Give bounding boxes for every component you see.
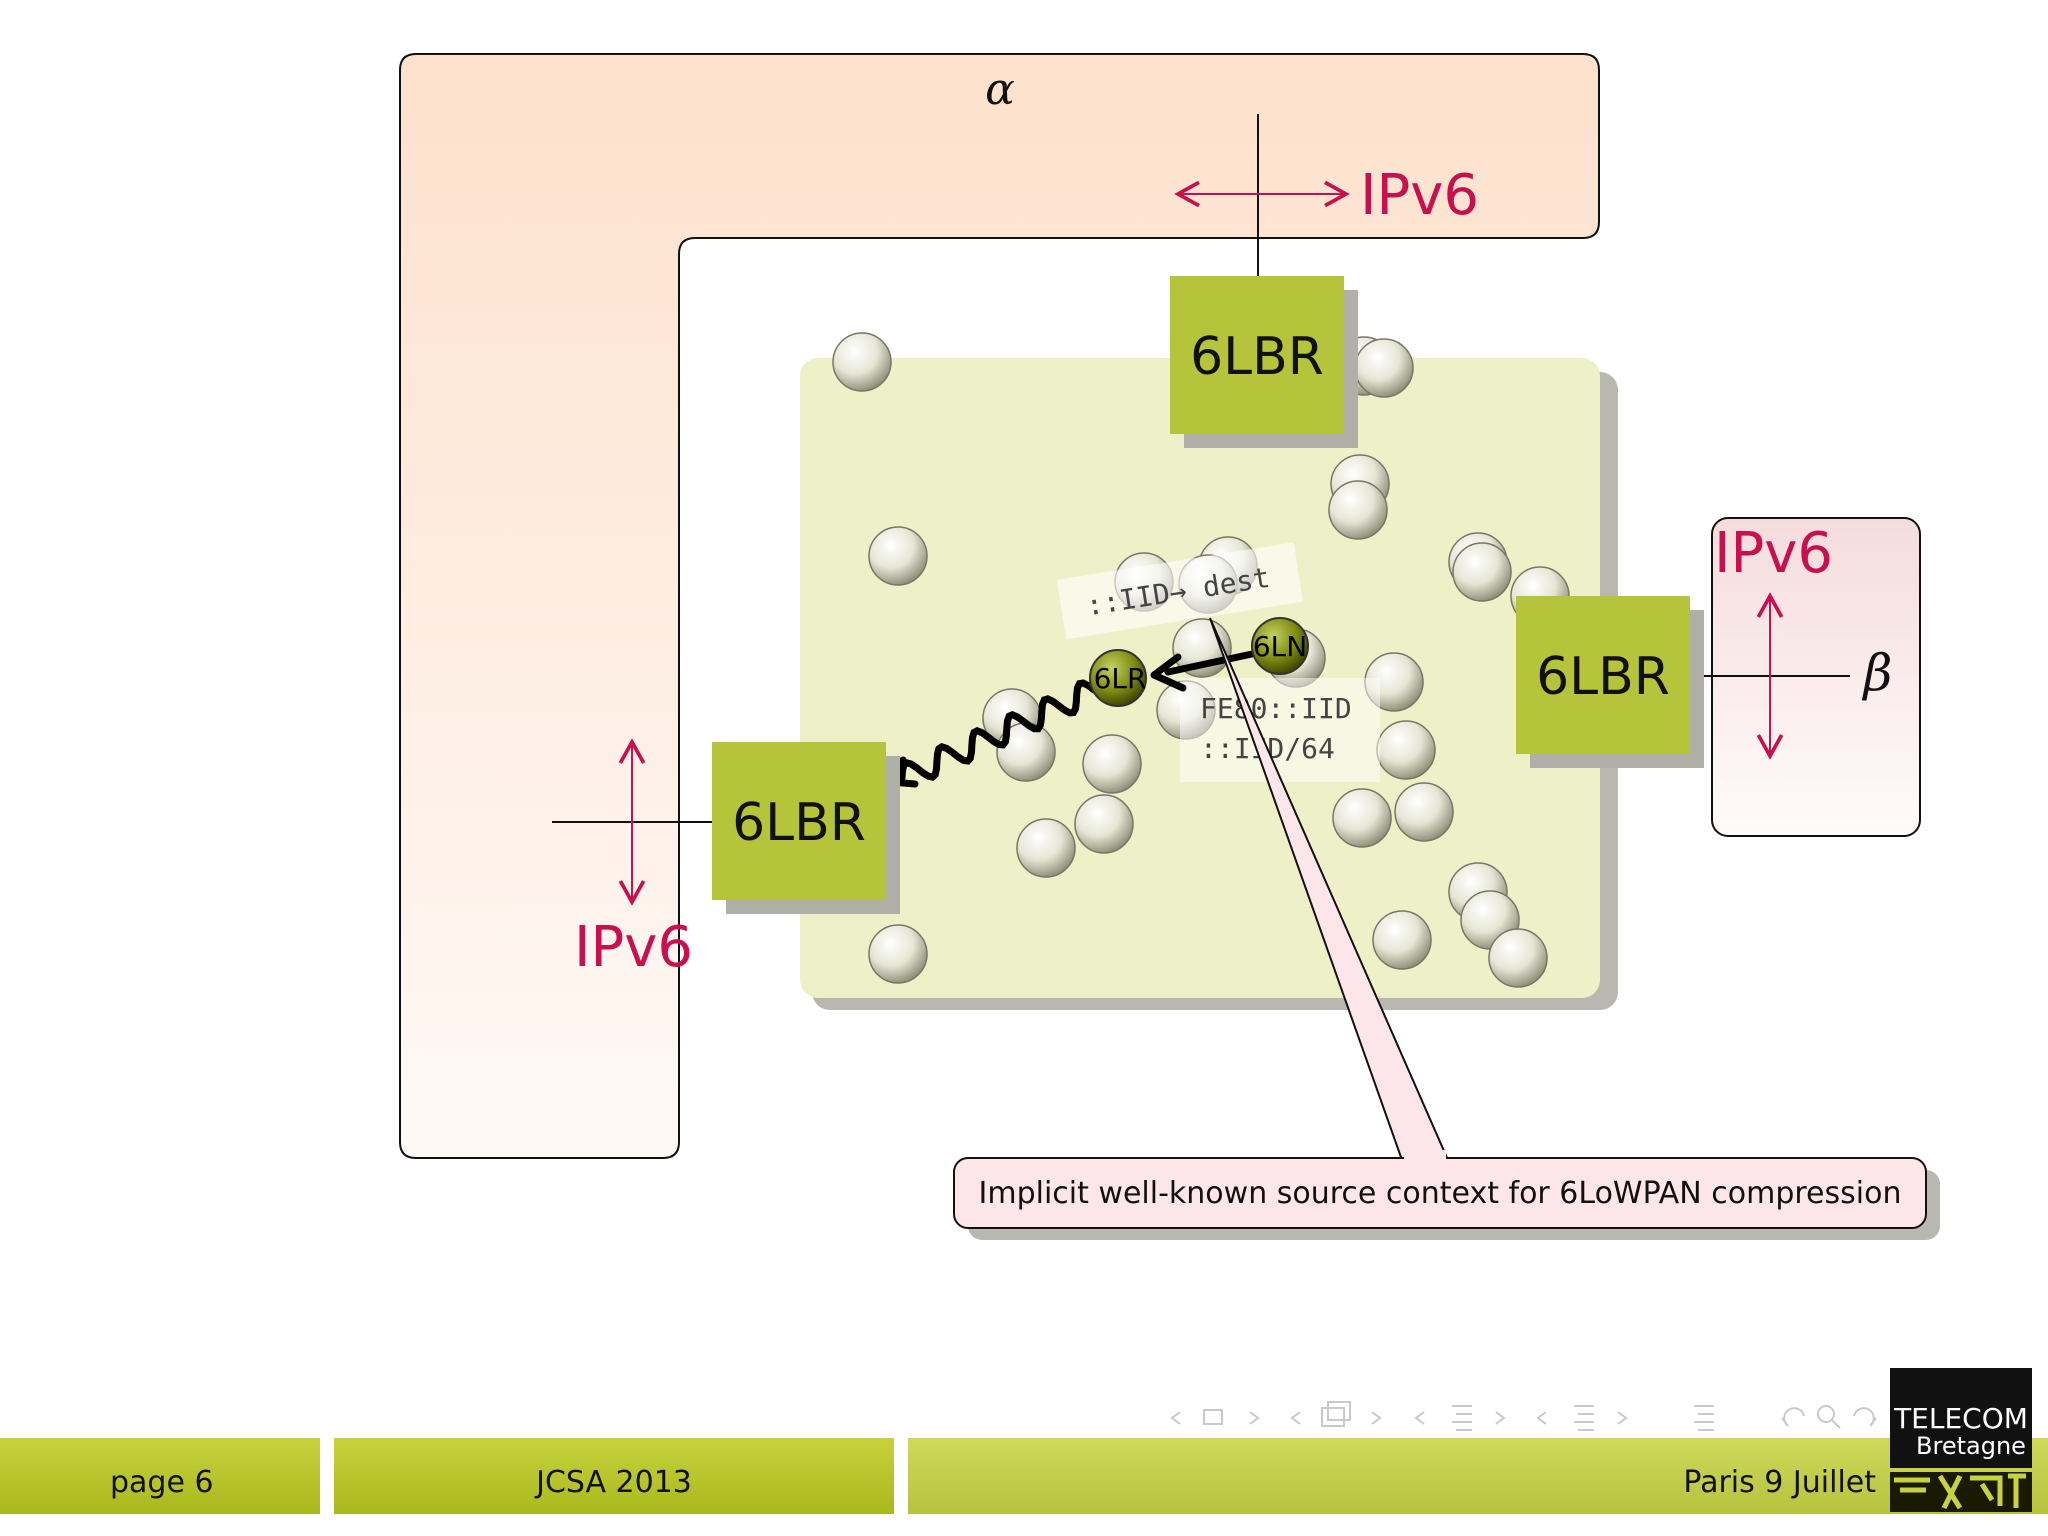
nav-forward-icon[interactable] [1853, 1407, 1877, 1427]
left-interface: IPv6 [552, 738, 714, 980]
footer-left-band [0, 1438, 320, 1514]
nav-next-slide-icon[interactable] [1249, 1411, 1260, 1425]
node-6ln [1251, 617, 1309, 675]
callout: Implicit well-known source context for 6… [953, 617, 1940, 1240]
footer-event: JCSA 2013 [534, 1465, 692, 1500]
nav-prev-section-icon[interactable] [1290, 1411, 1301, 1425]
radio-link [898, 679, 1098, 782]
sensor-node [1082, 734, 1142, 794]
nav-subsection-icon[interactable] [1452, 1405, 1472, 1431]
alpha-label: α [985, 64, 1015, 115]
footer-middle-band [334, 1438, 894, 1514]
top-interface: IPv6 [1174, 114, 1479, 276]
router-left: 6LBR [712, 742, 900, 914]
nav-next-subsection-icon[interactable] [1495, 1411, 1506, 1425]
ipv6-label-right: IPv6 [1714, 521, 1833, 586]
nav-back-icon[interactable] [1781, 1407, 1805, 1427]
right-interface: IPv6 [1690, 521, 1850, 760]
footer-right-band [908, 1438, 2048, 1514]
ipv6-label-top: IPv6 [1360, 163, 1479, 228]
nav-prev-subsection-icon[interactable] [1414, 1411, 1425, 1425]
sensor-node [1332, 788, 1392, 848]
sensor-node [1016, 818, 1076, 878]
sensor-node [832, 332, 892, 392]
router-right-label: 6LBR [1536, 647, 1670, 707]
address-box: FE80::IID ::IID/64 [1180, 678, 1380, 782]
sensor-node [1372, 910, 1432, 970]
sensor-node [1376, 720, 1436, 780]
sensor-node [1074, 794, 1134, 854]
nav-search-icon[interactable] [1817, 1405, 1835, 1423]
ipv6-label-left: IPv6 [574, 915, 693, 980]
nav-outline-icon[interactable] [1694, 1405, 1714, 1431]
router-left-label: 6LBR [732, 793, 866, 853]
ln-to-lr-link [1164, 650, 1256, 676]
nav-frame-icon[interactable] [1203, 1409, 1223, 1425]
ln-to-lr-arrowhead [1150, 653, 1187, 692]
sensor-node [1488, 928, 1548, 988]
sensor-node [1354, 338, 1414, 398]
nav-next-part-icon[interactable] [1617, 1411, 1628, 1425]
nav-next-section-icon[interactable] [1371, 1411, 1382, 1425]
logo-line1: TELECOM [1893, 1402, 2028, 1435]
nav-part-icon[interactable] [1574, 1405, 1594, 1431]
router-top-label: 6LBR [1190, 327, 1324, 387]
callout-text: Implicit well-known source context for 6… [979, 1176, 1902, 1211]
logo-line2: Bretagne [1916, 1432, 2026, 1460]
sensor-node [868, 924, 928, 984]
region-alpha [399, 53, 1600, 1159]
address-line-1: FE80::IID [1200, 692, 1352, 725]
node-6lr-label: 6LR [1094, 662, 1147, 695]
footer-location: Paris 9 Juillet [1683, 1465, 1876, 1500]
sensor-node [1328, 480, 1388, 540]
sensor-node [868, 526, 928, 586]
router-right: 6LBR [1516, 596, 1704, 768]
nav-prev-part-icon[interactable] [1536, 1411, 1547, 1425]
footer: page 6 JCSA 2013 Paris 9 Juillet [0, 1438, 2048, 1514]
nav-prev-slide-icon[interactable] [1170, 1411, 1181, 1425]
router-top: 6LBR [1170, 276, 1358, 448]
beta-label: β [1862, 644, 1893, 702]
navigation-symbols[interactable] [1170, 1401, 1877, 1431]
footer-page: page 6 [110, 1465, 214, 1500]
sensor-node [1394, 782, 1454, 842]
node-6ln-label: 6LN [1253, 630, 1307, 663]
sensor-node [1452, 542, 1512, 602]
node-6lr [1089, 649, 1147, 707]
telecom-bretagne-logo: TELECOM Bretagne [1890, 1368, 2032, 1512]
nav-section-icon[interactable] [1321, 1407, 1345, 1427]
